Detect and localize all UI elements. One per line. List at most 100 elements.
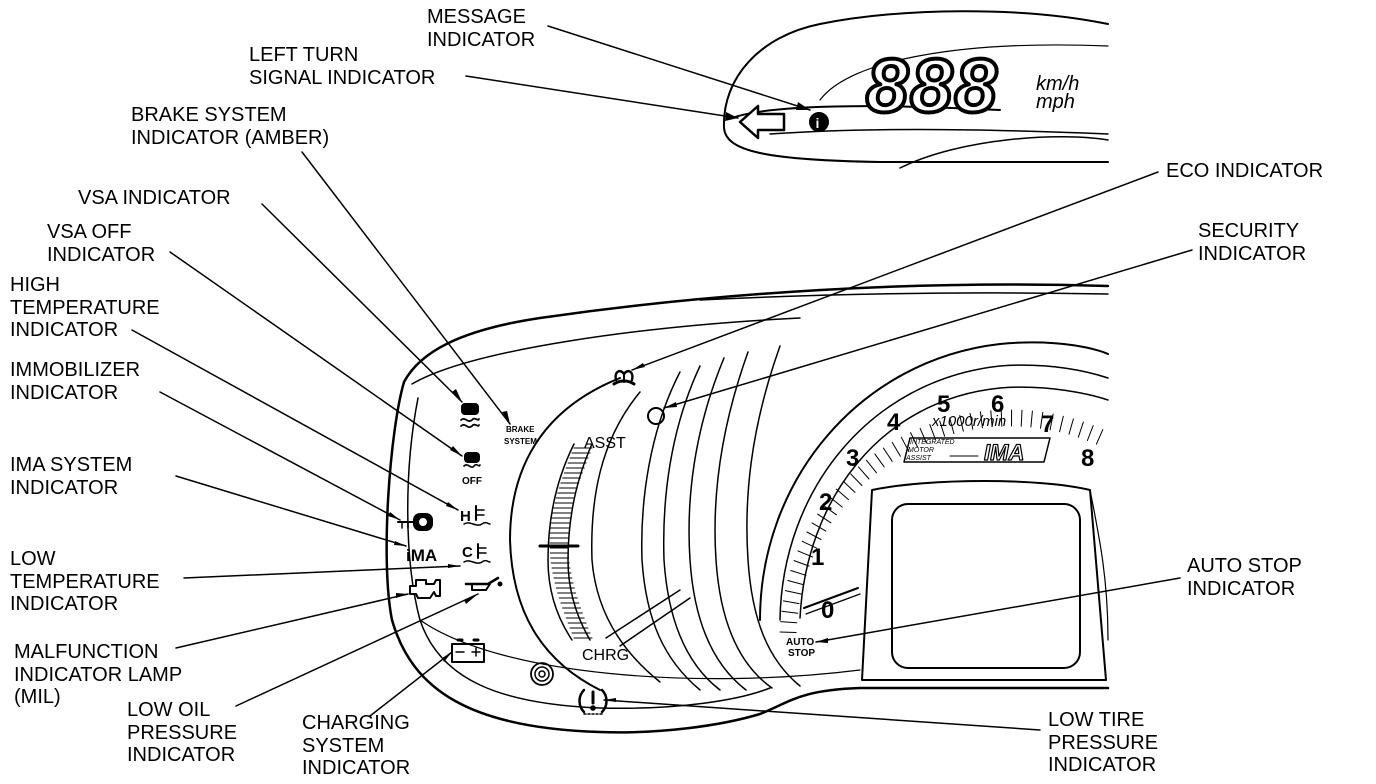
- leader-vsa: [261, 203, 463, 403]
- speed-unit-kmh: km/h: [1036, 73, 1079, 95]
- tach-number-6: 6: [991, 391, 1004, 418]
- tach-tick: [929, 423, 936, 440]
- tach-tick: [787, 580, 804, 586]
- charge-gauge-area: ASST CHRG: [509, 345, 801, 691]
- gauge-charge-label: CHRG: [582, 647, 629, 664]
- tach-tick: [790, 570, 807, 576]
- tach-number-8: 8: [1081, 445, 1094, 472]
- tach-multiplier: x1000r/min: [931, 413, 1006, 430]
- tach-tick: [780, 621, 798, 624]
- tach-scale-ticks: [779, 409, 1104, 633]
- leader-high-temp: [131, 329, 459, 511]
- tach-number-0: 0: [821, 597, 834, 624]
- leader-charging: [369, 651, 453, 717]
- leader-left-turn: [465, 75, 739, 119]
- check-engine-icon: [409, 579, 441, 599]
- leader-lines: [131, 25, 1193, 731]
- select-reset-knob-icon: [530, 662, 554, 686]
- tach-tick: [811, 522, 827, 532]
- leader-immobilizer: [159, 391, 401, 521]
- tach-tick: [1030, 410, 1033, 428]
- svg-text:C: C: [462, 544, 473, 561]
- tach-tick: [1020, 409, 1023, 427]
- tach-tick: [1059, 415, 1064, 433]
- tach-tick: [882, 447, 893, 462]
- tach-tick: [1068, 418, 1074, 435]
- tach-tick: [1040, 411, 1044, 429]
- tach-tick: [784, 590, 802, 595]
- tach-tick: [817, 513, 832, 524]
- auto-stop-icon-line1: AUTO: [786, 637, 814, 648]
- tach-number-3: 3: [846, 445, 859, 472]
- tach-tick: [891, 441, 901, 457]
- tach-tick: [874, 453, 885, 468]
- svg-text:ASSIST: ASSIST: [905, 455, 932, 462]
- tach-tick: [1095, 429, 1104, 445]
- gauge-assist-label: ASST: [584, 435, 626, 452]
- leader-low-temp: [183, 565, 461, 579]
- leader-low-oil: [235, 593, 479, 707]
- leader-message: [547, 25, 811, 111]
- tach-tick: [1077, 421, 1084, 438]
- tach-number-4: 4: [887, 409, 901, 436]
- tach-tick: [939, 420, 946, 437]
- tach-tick: [850, 473, 863, 486]
- label-vsa-indicator: VSA INDICATOR: [78, 187, 231, 209]
- tach-tick: [797, 550, 814, 558]
- tach-tick: [1086, 425, 1094, 441]
- ima-logo: IMA: [984, 440, 1024, 465]
- oil-can-icon: [464, 576, 503, 591]
- message-info-icon: i: [809, 112, 829, 132]
- tach-number-2: 2: [819, 489, 832, 516]
- leader-ima: [175, 475, 407, 547]
- cluster-housing: [385, 283, 1110, 734]
- tach-tick: [782, 600, 800, 605]
- tach-tick: [969, 413, 974, 430]
- tach-tick: [781, 610, 799, 614]
- tach-tick: [806, 531, 822, 540]
- tach-tick: [919, 427, 927, 444]
- brake-system-icon-line1: BRAKE: [506, 425, 535, 434]
- svg-text:H: H: [460, 508, 471, 525]
- tach-tick: [835, 488, 849, 501]
- tach-tick: [1049, 413, 1054, 431]
- tach-tick: [910, 432, 918, 448]
- svg-text:INTEGRATED: INTEGRATED: [910, 439, 955, 446]
- svg-text:MOTOR: MOTOR: [908, 447, 934, 454]
- tach-tick: [842, 480, 856, 493]
- tach-tick: [793, 560, 810, 567]
- speed-digits: 888: [866, 44, 999, 129]
- tach-tick: [858, 466, 870, 480]
- tach-number-1: 1: [811, 544, 824, 571]
- tach-tick: [949, 417, 955, 434]
- tach-tick: [866, 459, 877, 474]
- leader-eco: [631, 171, 1159, 371]
- vsa-car-icon: [460, 403, 480, 429]
- leader-security: [663, 249, 1193, 409]
- battery-icon: [451, 638, 485, 663]
- eco-leaf-icon: [612, 369, 636, 386]
- brake-system-icon-line2: SYSTEM: [504, 437, 537, 446]
- leader-brake: [301, 151, 511, 425]
- digital-speed-readout: 888 km/h mph: [864, 42, 1079, 131]
- tach-needle: [803, 587, 859, 609]
- tach-tick: [823, 505, 837, 516]
- tach-tick: [829, 496, 843, 508]
- leader-mil: [175, 593, 409, 649]
- immobilizer-key-icon: [397, 513, 433, 531]
- security-indicator-icon: [647, 407, 665, 425]
- tach-tick: [801, 540, 818, 549]
- vsa-off-text: OFF: [462, 476, 482, 487]
- tach-number-5: 5: [937, 391, 950, 418]
